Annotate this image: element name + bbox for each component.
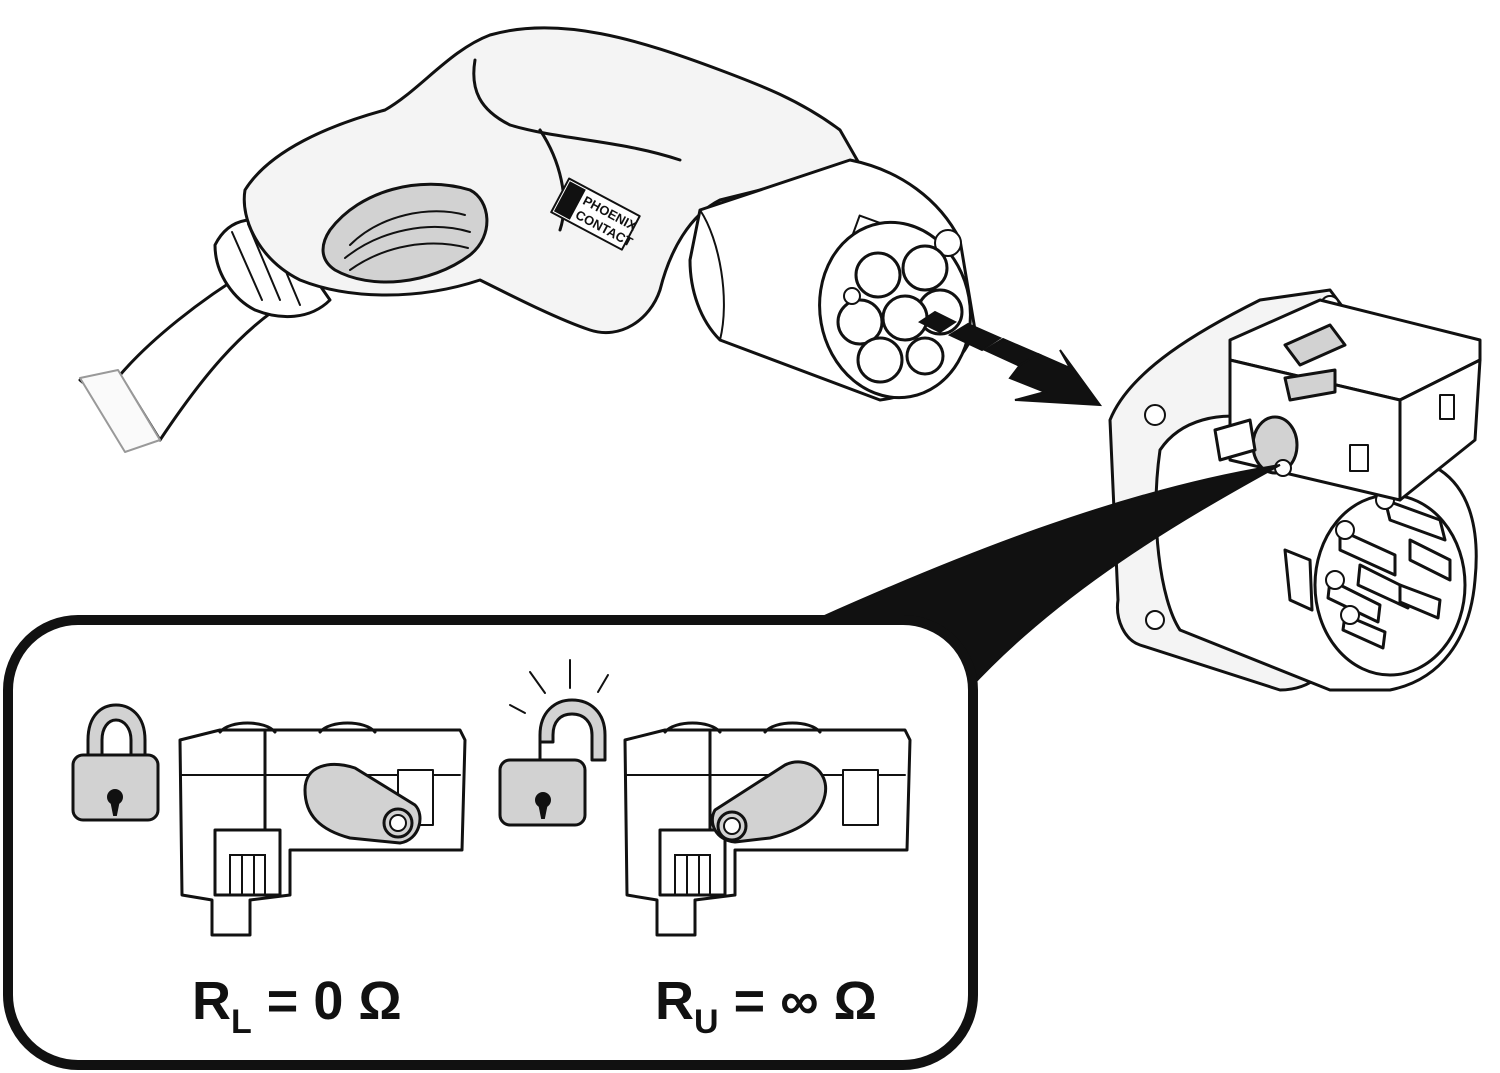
formula-unlocked-equals: =	[733, 971, 766, 1031]
formula-unlocked-subscript: U	[694, 1003, 719, 1041]
formula-unlocked: RU = ∞ Ω	[655, 970, 877, 1041]
socket-contacts-icon	[1313, 490, 1467, 677]
actuator-locked-icon	[178, 721, 467, 937]
actuator-unlocked-icon	[623, 721, 912, 937]
socket-actuator-icon	[1213, 298, 1482, 502]
formula-unlocked-unit: Ω	[833, 971, 877, 1031]
padlock-closed-icon	[71, 703, 160, 822]
grip-recess-icon	[321, 182, 489, 284]
formula-locked-value: 0	[313, 971, 344, 1031]
charging-plug-icon: PHOENIX CONTACT	[78, 26, 977, 453]
formula-locked-subscript: L	[231, 1003, 252, 1041]
cable-end-icon	[79, 369, 161, 453]
formula-unlocked-value: ∞	[780, 971, 819, 1031]
formula-locked-symbol: R	[192, 971, 231, 1031]
formula-locked-unit: Ω	[358, 971, 402, 1031]
formula-locked: RL = 0 Ω	[192, 970, 402, 1041]
formula-locked-equals: =	[266, 971, 299, 1031]
direction-arrow-icon	[918, 310, 1103, 407]
padlock-open-icon	[498, 659, 609, 827]
formula-unlocked-symbol: R	[655, 971, 694, 1031]
